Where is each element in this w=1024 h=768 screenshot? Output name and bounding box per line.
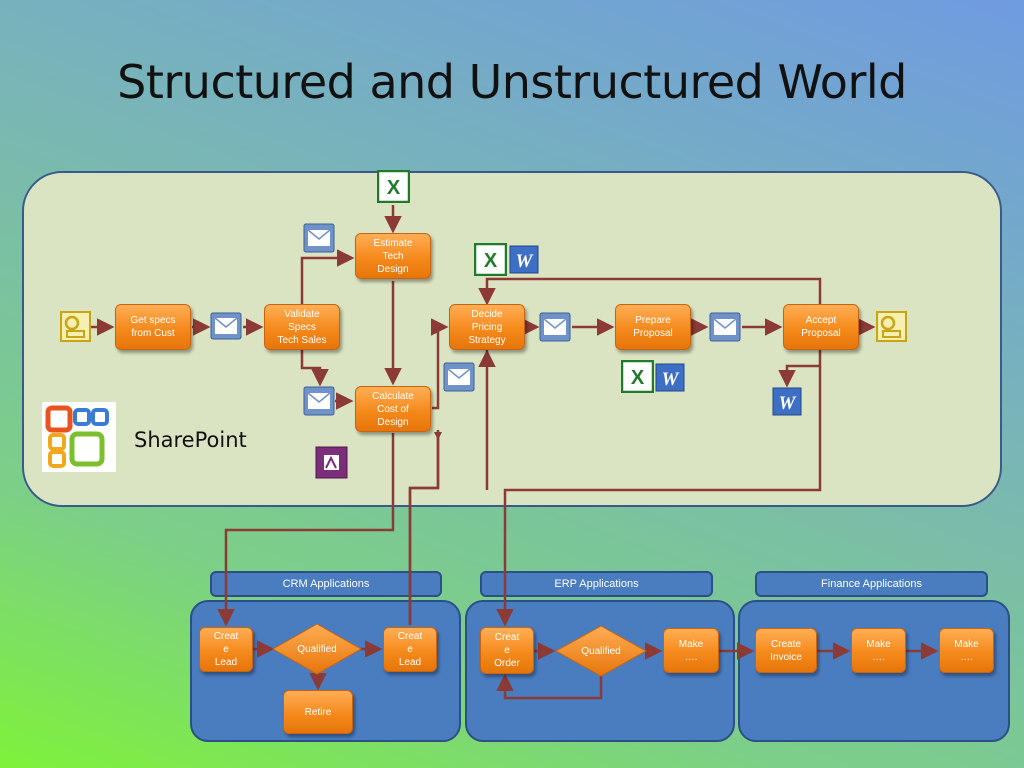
office-logo [42, 402, 116, 472]
process-validate-specs: Validate Specs Tech Sales [264, 304, 340, 350]
process-decide-pricing: Decide Pricing Strategy [449, 304, 525, 350]
process-calculate-cost: Calculate Cost of Design [355, 386, 431, 432]
email-icon [709, 312, 741, 342]
crm-create-lead-1: Creat e Lead [199, 627, 253, 672]
excel-icon: X [621, 360, 654, 393]
process-accept-proposal: Accept Proposal [783, 304, 859, 350]
erp-qualified-label: Qualified [581, 645, 621, 657]
crm-create-lead-2: Creat e Lead [383, 627, 437, 672]
crm-retire: Retire [283, 690, 353, 734]
form-icon [60, 311, 91, 342]
svg-text:W: W [662, 369, 680, 390]
svg-text:X: X [484, 250, 498, 272]
erp-create-order: Creat e Order [480, 627, 534, 674]
crm-header: CRM Applications [210, 571, 442, 597]
process-estimate-tech: Estimate Tech Design [355, 233, 431, 279]
excel-icon: X [377, 170, 410, 203]
svg-text:W: W [779, 393, 797, 414]
crm-qualified-decision [272, 623, 362, 675]
form-icon [876, 311, 907, 342]
word-icon: W [655, 363, 685, 392]
svg-text:X: X [631, 367, 645, 389]
process-get-specs: Get specs from Cust [115, 304, 191, 350]
svg-text:X: X [387, 177, 401, 199]
excel-icon: X [474, 243, 507, 276]
process-prepare-proposal: Prepare Proposal [615, 304, 691, 350]
finance-make-2: Make …. [939, 628, 994, 673]
svg-text:W: W [516, 251, 534, 272]
email-icon [303, 223, 335, 253]
email-icon [303, 386, 335, 416]
email-icon [210, 312, 242, 340]
access-icon [315, 446, 348, 479]
sharepoint-label: SharePoint [134, 428, 247, 452]
word-icon: W [772, 387, 802, 416]
crm-qualified-label: Qualified [297, 643, 337, 655]
finance-create-invoice: Create Invoice [755, 628, 817, 673]
slide-title: Structured and Unstructured World [117, 55, 907, 109]
finance-make-1: Make …. [851, 628, 906, 673]
erp-qualified-decision [555, 625, 647, 677]
erp-make: Make …. [663, 628, 719, 673]
email-icon [443, 362, 475, 392]
erp-header: ERP Applications [480, 571, 713, 597]
word-icon: W [509, 245, 539, 274]
finance-header: Finance Applications [755, 571, 988, 597]
email-icon [539, 312, 571, 342]
